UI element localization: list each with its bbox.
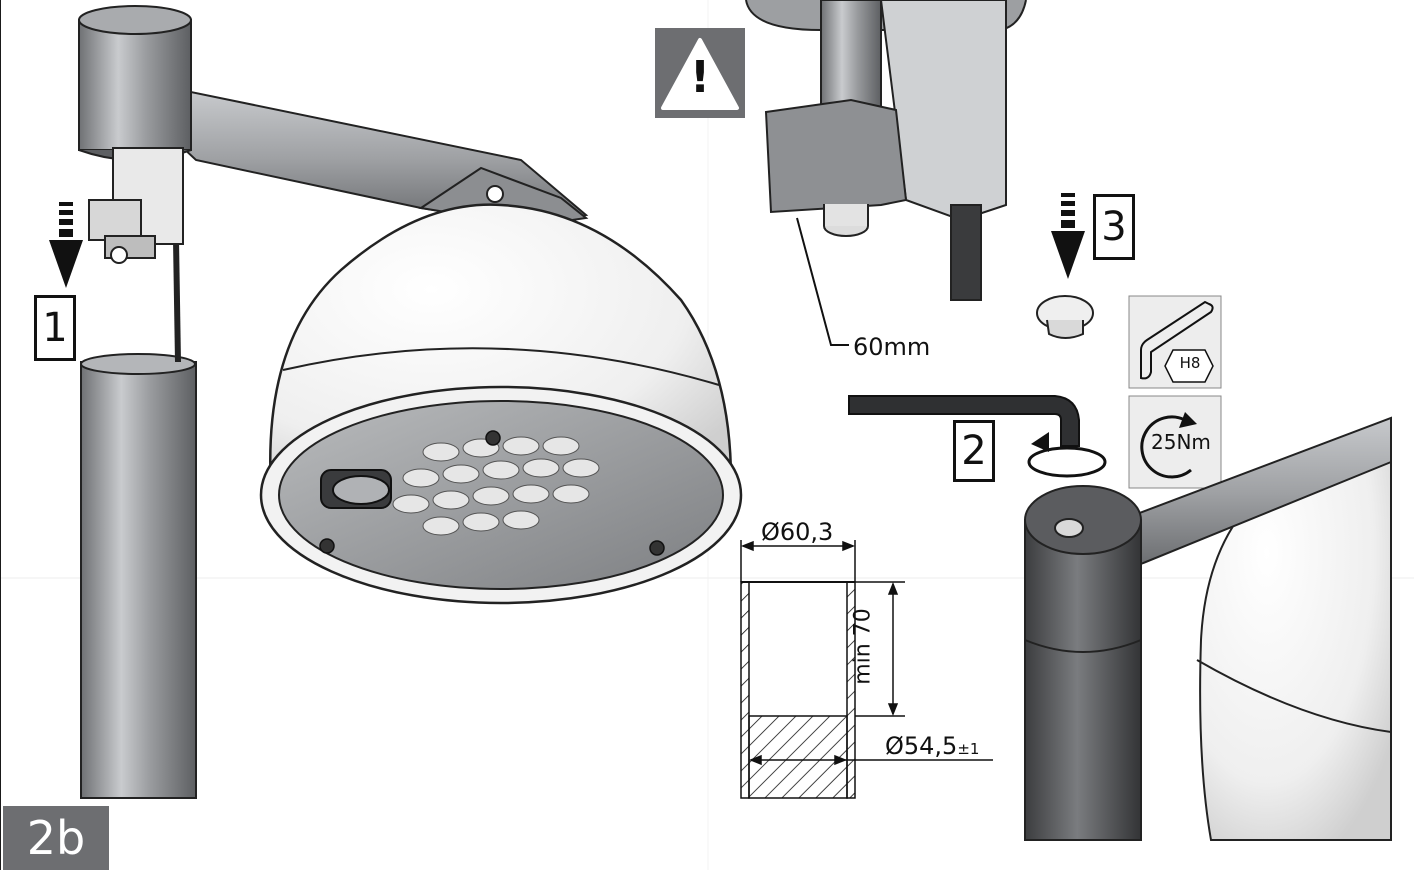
step-number-1: 1 (34, 295, 76, 361)
pole-left (80, 353, 197, 799)
outer-diameter-label: Ø60,3 (761, 518, 834, 546)
connector-block (88, 147, 184, 264)
lamp-dome (259, 203, 743, 605)
step-number-3: 3 (1093, 194, 1135, 260)
installed-lamp-view (1024, 416, 1392, 841)
post-top-cylinder (78, 5, 192, 161)
screw-length-label: 60mm (853, 333, 931, 361)
min-depth-label: min 70 (850, 608, 876, 685)
hex-key (848, 395, 1080, 447)
cable (173, 239, 181, 363)
figure-label: 2b (3, 806, 109, 870)
step3-arrow (1051, 193, 1085, 279)
spigot-detail (745, 0, 1027, 301)
hex-key-tool-panel (1128, 295, 1222, 389)
step1-arrow (49, 202, 83, 288)
warning-icon: ! (689, 51, 711, 103)
hex-key-size-label: H8 (1179, 354, 1201, 372)
led-array (392, 436, 600, 536)
torque-tool-panel (1128, 395, 1222, 489)
warning-sign (655, 28, 745, 118)
screw-callout-leader (796, 217, 849, 346)
inner-diameter-group: Ø54,5±1 (885, 732, 979, 760)
cover-cap (1036, 295, 1094, 339)
torque-label: 25Nm (1151, 430, 1211, 454)
step-number-2: 2 (953, 420, 995, 482)
tube-section (740, 581, 856, 799)
inner-diameter-label: Ø54,5 (885, 732, 958, 760)
dimension-lines (740, 540, 993, 766)
bezel-screws (319, 430, 665, 556)
sensor-lens (320, 469, 392, 509)
inner-tolerance-label: ±1 (957, 740, 980, 758)
rotation-arrow (1027, 432, 1107, 478)
